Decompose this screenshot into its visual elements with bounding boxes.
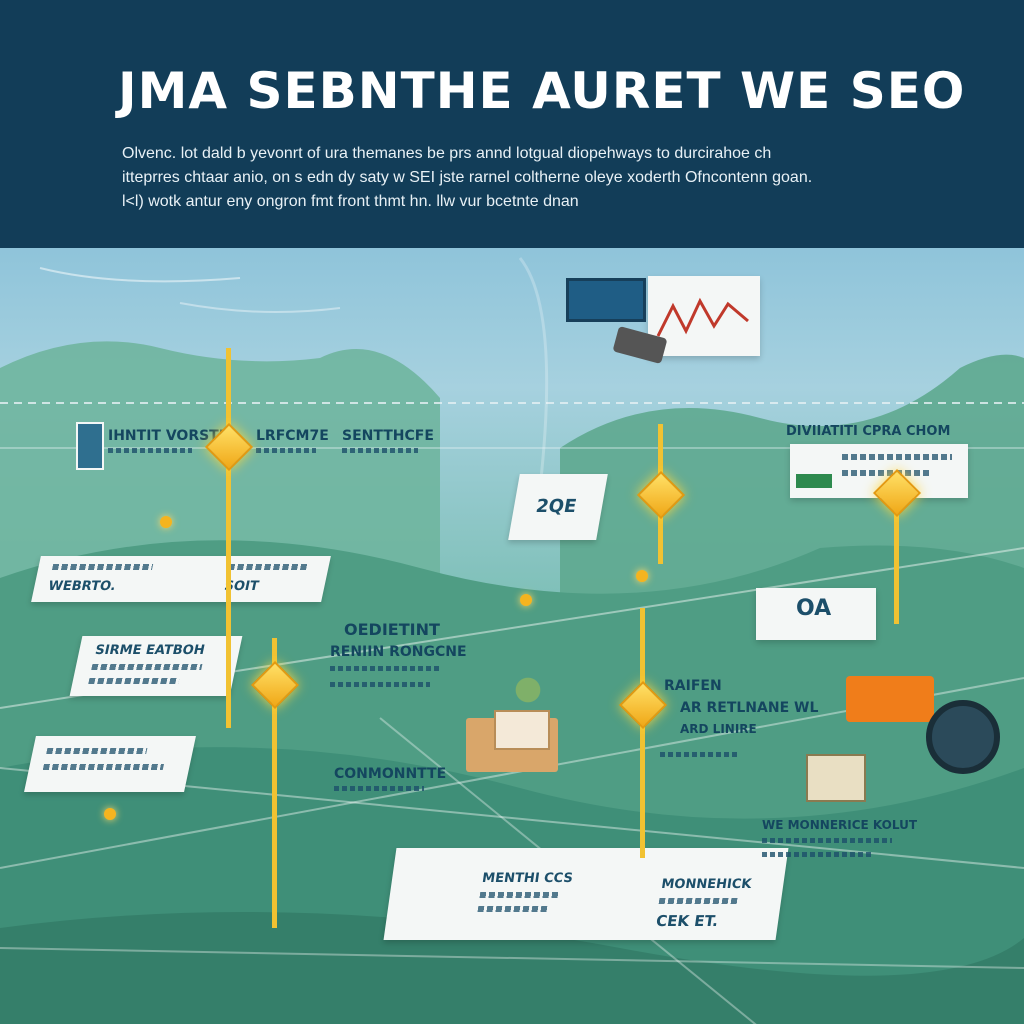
- pin-line: [640, 608, 645, 858]
- left-card-2-label: SIRME EATBOH: [93, 643, 207, 658]
- glow-dot: [636, 570, 648, 582]
- text-scribble: [762, 838, 892, 843]
- document-icon: [494, 710, 550, 750]
- fan-icon: [926, 700, 1000, 774]
- intro-line: l<l) wotk antur eny ongron fmt front thm…: [122, 193, 579, 210]
- phone-icon: [76, 422, 104, 470]
- right-label: RAIFEN: [664, 678, 722, 694]
- header-banner: JMA SEBNTHE AURET WE SEO Olvenc. lot dal…: [0, 0, 1024, 248]
- glow-dot: [160, 516, 172, 528]
- pin-line: [226, 348, 231, 728]
- text-scribble: [330, 666, 440, 671]
- bottom-card: MENTHI CCS MONNEHICK CEK ET.: [383, 848, 789, 940]
- line-chart-icon: [656, 297, 749, 337]
- bottom-left-card-label: MENTHI CCS: [481, 871, 574, 886]
- text-scribble: [256, 448, 316, 453]
- left-card-1: WEBRTO. SOIT: [31, 556, 331, 602]
- text-scribble: [334, 786, 424, 791]
- seo-landscape-illustration: IHNTIT VORSTE LRFCM7E SENTTHCFE WEBRTO. …: [0, 248, 1024, 1024]
- bottom-right-card-sub: CEK ET.: [654, 912, 720, 930]
- label-top-left-a: IHNTIT VORSTE: [108, 428, 229, 444]
- intro-line: Olvenc. lot dald b yevonrt of ura theman…: [122, 145, 772, 162]
- right-mid-label: OA: [796, 596, 832, 621]
- chart-card: [648, 276, 760, 356]
- battery-icon: [796, 474, 832, 488]
- plant-icon: [510, 666, 546, 714]
- text-scribble: [342, 448, 418, 453]
- label-top-left-b: LRFCM7E: [256, 428, 329, 444]
- glow-dot: [520, 594, 532, 606]
- page-title: JMA SEBNTHE AURET WE SEO: [118, 62, 966, 120]
- center-card: 2QE: [508, 474, 608, 540]
- center-card-label: 2QE: [534, 496, 579, 517]
- left-card-1-label: WEBRTO.: [46, 579, 118, 594]
- monitor-icon: [566, 278, 646, 322]
- right-text: AR RETLNANE WL: [680, 700, 819, 716]
- text-scribble: [330, 682, 430, 687]
- bottom-far-right-label: WE MONNERICE KOLUT: [762, 818, 918, 832]
- mid-heading: OEDIETINT: [344, 620, 440, 639]
- label-top-left-c: SENTTHCFE: [342, 428, 434, 444]
- intro-line: itteprres chtaar anio, on s edn dy saty …: [122, 169, 813, 186]
- left-card-2: SIRME EATBOH: [69, 636, 243, 696]
- text-scribble: [108, 448, 192, 453]
- text-scribble: [660, 752, 740, 757]
- text-scribble: [762, 852, 872, 857]
- left-card-3: [24, 736, 196, 792]
- box-icon: [846, 676, 934, 722]
- glow-dot: [104, 808, 116, 820]
- mid-subheading: RENIIN RONGCNE: [330, 644, 467, 660]
- package-icon: [806, 754, 866, 802]
- intro-paragraph: Olvenc. lot dald b yevonrt of ura theman…: [122, 142, 902, 214]
- right-top-label: DIVIIATITI CPRA CHOM: [786, 424, 951, 439]
- right-text-2: ARD LINIRE: [680, 722, 757, 736]
- bottom-right-card-label: MONNEHICK: [660, 877, 753, 892]
- pin-line: [894, 474, 899, 624]
- mid-low-label: CONMONNTTE: [334, 766, 447, 782]
- right-mid-card: OA: [756, 588, 876, 640]
- pin-line: [272, 638, 277, 928]
